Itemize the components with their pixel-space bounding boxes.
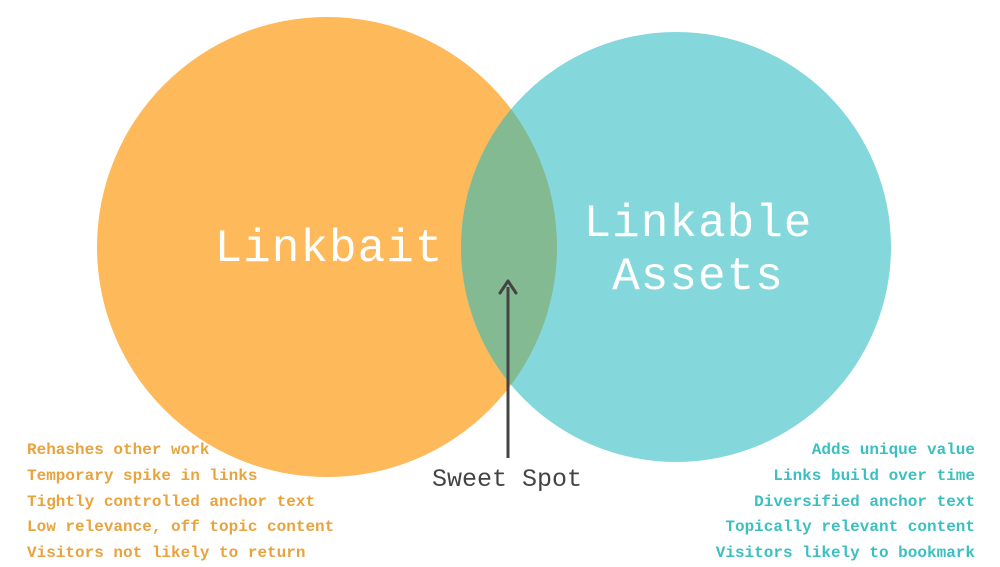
linkbait-trait: Temporary spike in links <box>27 466 258 485</box>
linkable-asset-trait: Links build over time <box>773 466 975 485</box>
arrow-up-icon <box>498 279 518 458</box>
linkbait-traits-list: Rehashes other work Temporary spike in l… <box>27 438 334 567</box>
linkable-asset-trait: Diversified anchor text <box>754 492 975 511</box>
linkable-assets-traits-list: Adds unique value Links build over time … <box>716 438 975 567</box>
linkable-asset-trait: Adds unique value <box>811 441 975 459</box>
linkbait-trait: Visitors not likely to return <box>27 544 306 563</box>
linkbait-trait: Low relevance, off topic content <box>27 518 335 537</box>
linkbait-label: Linkbait <box>215 223 444 275</box>
linkable-asset-trait: Visitors likely to bookmark <box>715 544 975 563</box>
linkable-asset-trait: Topically relevant content <box>725 518 975 537</box>
linkable-assets-label-line1: Linkable <box>584 198 813 250</box>
linkable-assets-circle <box>461 32 891 462</box>
sweet-spot-label: Sweet Spot <box>432 465 582 494</box>
linkbait-circle <box>97 17 557 477</box>
linkbait-trait: Tightly controlled anchor text <box>27 492 316 511</box>
linkbait-trait: Rehashes other work <box>27 441 210 459</box>
linkable-assets-label-line2: Assets <box>612 251 784 303</box>
arrow-head <box>498 279 518 295</box>
